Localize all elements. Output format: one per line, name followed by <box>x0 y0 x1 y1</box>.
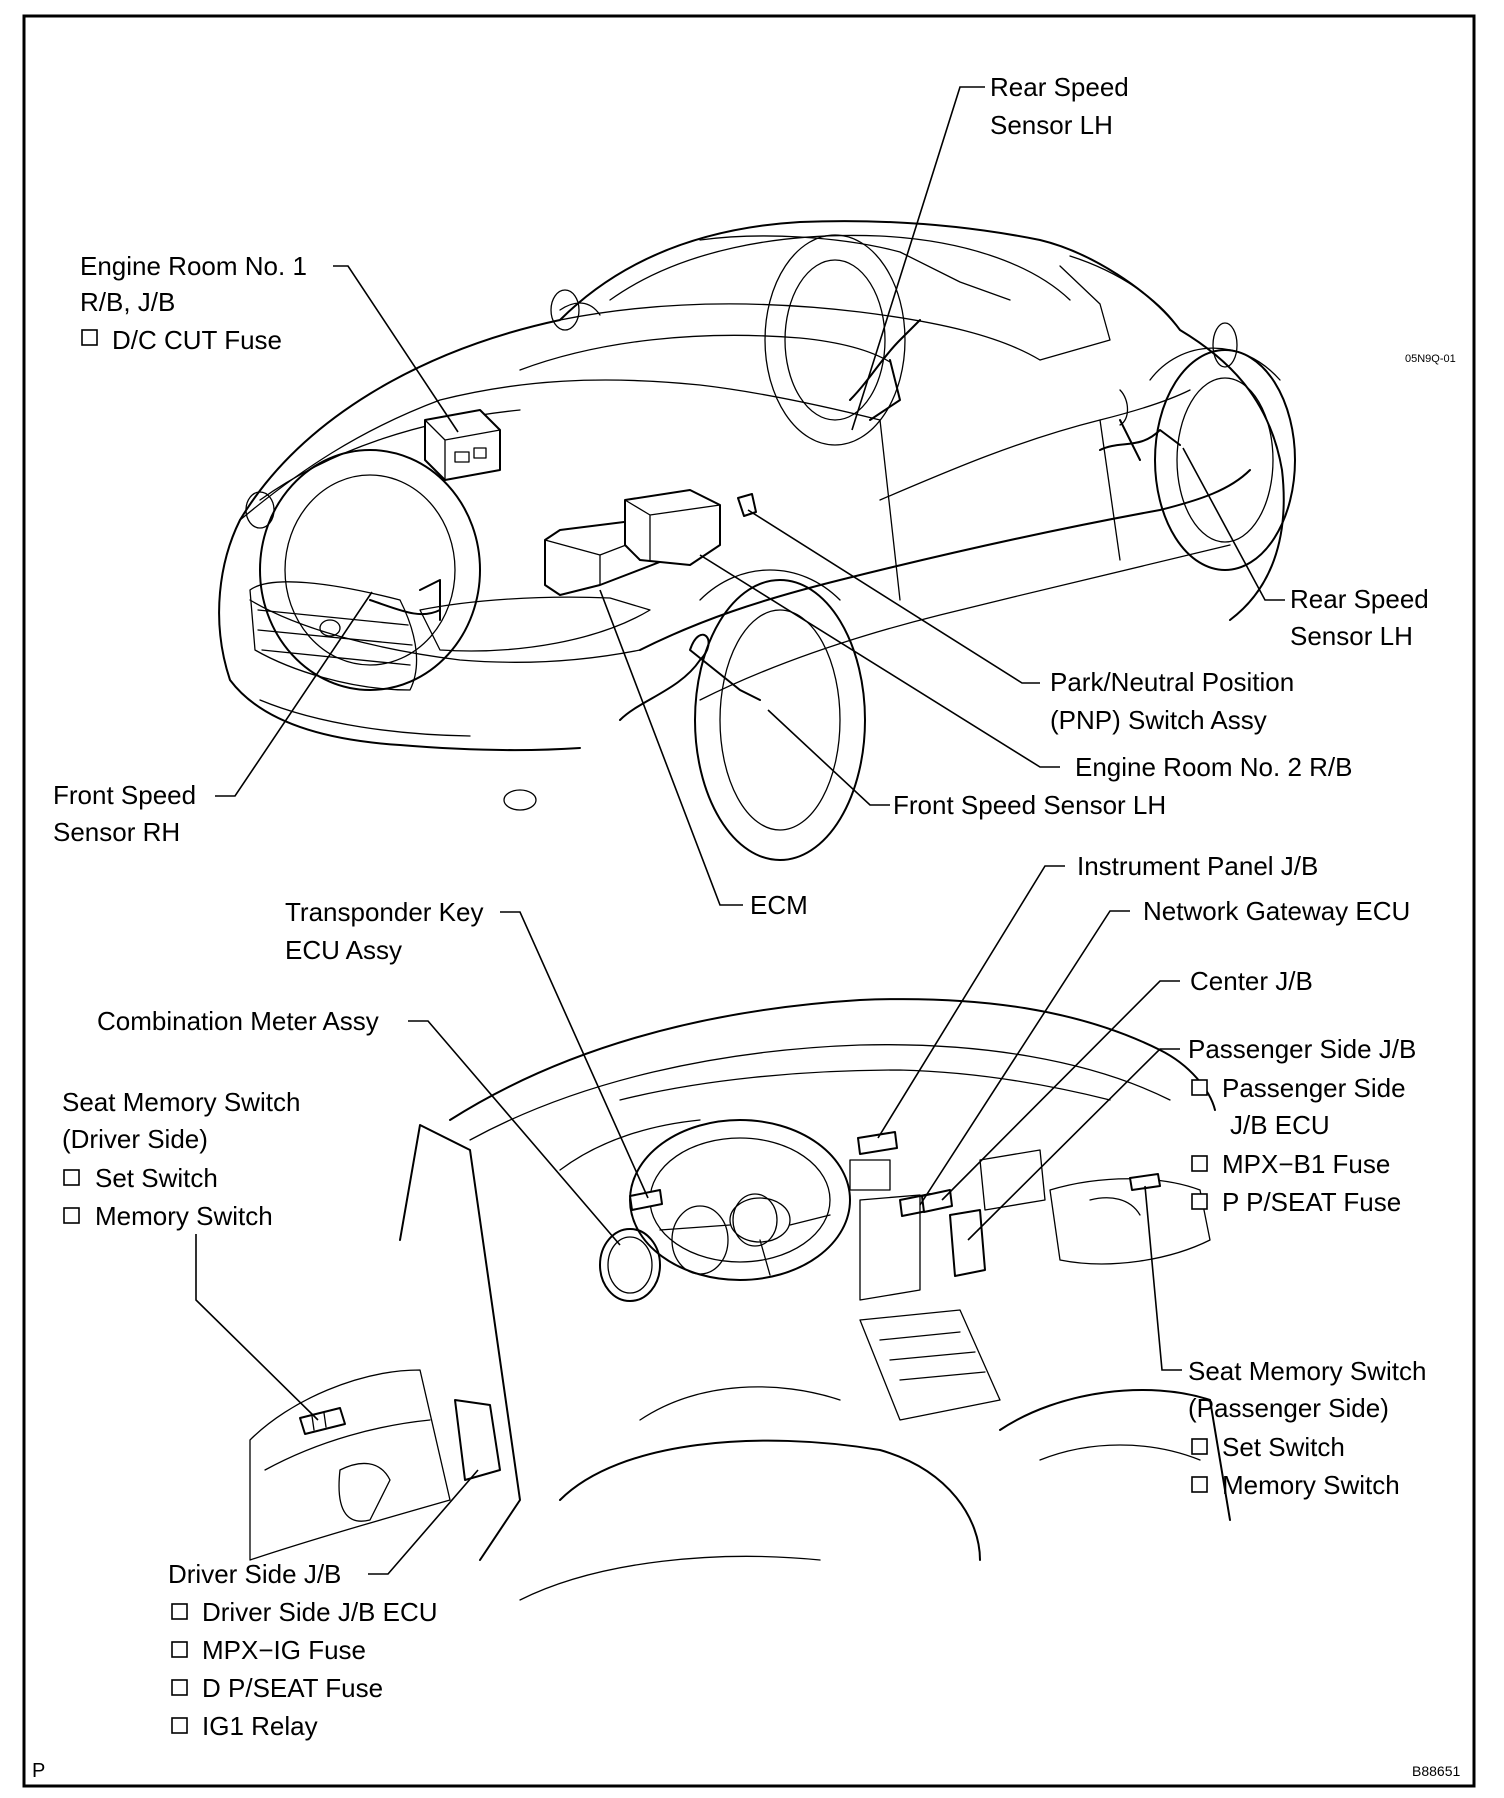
label-center-jb: Center J/B <box>1190 966 1313 996</box>
label-seat-memory-passenger-2: (Passenger Side) <box>1188 1393 1389 1423</box>
checkbox-icon <box>1191 1438 1208 1455</box>
label-p-pseat-fuse: P P/SEAT Fuse <box>1222 1187 1401 1217</box>
page-letter: P <box>32 1760 45 1782</box>
checkbox-icon <box>1191 1079 1208 1096</box>
diagram-frame <box>22 14 1476 1788</box>
label-passenger-jb-ecu-2: J/B ECU <box>1230 1110 1330 1140</box>
label-driver-side-jb: Driver Side J/B <box>168 1559 341 1589</box>
figure-code-bottom: B88651 <box>1412 1763 1460 1779</box>
label-front-speed-sensor-lh: Front Speed Sensor LH <box>893 790 1166 820</box>
checkbox-icon <box>81 329 98 346</box>
label-seat-memory-driver-2: (Driver Side) <box>62 1124 208 1154</box>
label-combination-meter: Combination Meter Assy <box>97 1006 379 1036</box>
label-seat-memory-driver-1: Seat Memory Switch <box>62 1087 300 1117</box>
label-rear-speed-sensor-lh-side-1: Rear Speed <box>1290 584 1429 614</box>
interior-illustration <box>249 998 1231 1601</box>
label-ig1-relay: IG1 Relay <box>202 1711 318 1741</box>
label-front-speed-sensor-rh-1: Front Speed <box>53 780 196 810</box>
label-passenger-side-jb: Passenger Side J/B <box>1188 1034 1416 1064</box>
label-d-pseat-fuse: D P/SEAT Fuse <box>202 1673 383 1703</box>
label-mpx-b1-fuse: MPX−B1 Fuse <box>1222 1149 1390 1179</box>
figure-code-top: 05N9Q-01 <box>1405 353 1456 365</box>
checkbox-icon <box>171 1717 188 1734</box>
label-mpx-ig-fuse: MPX−IG Fuse <box>202 1635 366 1665</box>
label-dc-cut-fuse: D/C CUT Fuse <box>112 325 282 355</box>
label-front-speed-sensor-rh-2: Sensor RH <box>53 817 180 847</box>
label-passenger-set-switch: Set Switch <box>1222 1432 1345 1462</box>
checkbox-icon <box>171 1603 188 1620</box>
label-passenger-jb-ecu-1: Passenger Side <box>1222 1073 1406 1103</box>
checkbox-icon <box>171 1641 188 1658</box>
checkbox-icon <box>1191 1193 1208 1210</box>
label-rear-speed-sensor-lh-top-1: Rear Speed <box>990 72 1129 102</box>
label-pnp-switch-2: (PNP) Switch Assy <box>1050 705 1267 735</box>
label-rear-speed-sensor-lh-top-2: Sensor LH <box>990 110 1113 140</box>
checkbox-icon <box>1191 1476 1208 1493</box>
checkbox-icon <box>63 1169 80 1186</box>
label-engine-room-no1-2: R/B, J/B <box>80 287 175 317</box>
car-illustration <box>218 220 1296 861</box>
label-instrument-panel-jb: Instrument Panel J/B <box>1077 851 1318 881</box>
leader-lines <box>195 86 1285 1575</box>
label-ecm: ECM <box>750 890 808 920</box>
label-pnp-switch-1: Park/Neutral Position <box>1050 667 1294 697</box>
label-transponder-key-2: ECU Assy <box>285 935 402 965</box>
label-network-gateway-ecu: Network Gateway ECU <box>1143 896 1410 926</box>
checkbox-icon <box>63 1207 80 1224</box>
label-passenger-memory-switch: Memory Switch <box>1222 1470 1400 1500</box>
labels: 05N9Q-01 Rear Speed Sensor LH Engine Roo… <box>32 72 1460 1782</box>
label-rear-speed-sensor-lh-side-2: Sensor LH <box>1290 621 1413 651</box>
label-seat-memory-passenger-1: Seat Memory Switch <box>1188 1356 1426 1386</box>
label-engine-room-no1-1: Engine Room No. 1 <box>80 251 307 281</box>
label-transponder-key-1: Transponder Key <box>285 897 483 927</box>
label-driver-memory-switch: Memory Switch <box>95 1201 273 1231</box>
label-driver-set-switch: Set Switch <box>95 1163 218 1193</box>
checkbox-icon <box>171 1679 188 1696</box>
label-engine-room-no2: Engine Room No. 2 R/B <box>1075 752 1352 782</box>
label-driver-jb-ecu: Driver Side J/B ECU <box>202 1597 438 1627</box>
checkbox-icon <box>1191 1155 1208 1172</box>
